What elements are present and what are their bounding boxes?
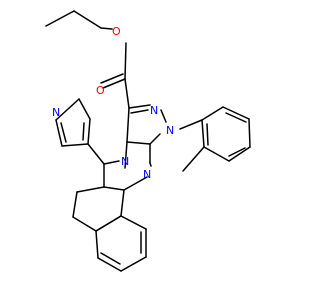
bond-triazole-1 [128,104,151,109]
bond-tolyl-2b [225,112,247,123]
bond-triazole-1b [130,109,149,114]
bond-pyrimidine-4 [103,186,125,191]
bond-dihydro-3 [72,216,97,232]
bond-tolyl-1 [201,106,224,121]
bond-ester-to-ring [124,78,130,109]
bond-pyridine-3 [55,98,80,121]
atom-label-n-triazole-right: N [166,124,174,137]
bond-tolyl-6 [201,119,205,148]
bond-tolyl-4b [228,147,246,157]
bond-benzo-6 [95,215,122,232]
bond-ester-o-left [100,27,113,30]
bond-triazole-5 [126,107,130,143]
bond-pyridine-2 [55,119,63,147]
bond-tolyl-3 [248,118,251,148]
bond-dihydro-2 [72,191,78,218]
bond-dihydro-1 [76,186,105,193]
bonds [45,10,251,272]
bond-pyrimidine-3 [123,176,148,191]
bond-ethyl-ch3 [45,10,75,27]
bond-tolyl-5 [203,146,230,162]
bond-carbonyl-1 [102,78,126,89]
bond-pyrimidine-1 [124,141,128,169]
bond-tolyl-6b [206,123,209,146]
bond-to-pyridine [87,143,105,165]
bond-pyrimidine-2b [149,162,152,167]
bond-pyridine-2b [60,122,67,143]
bond-benzo-2 [97,257,122,272]
atom-label-n-fused: N [121,155,129,168]
atom-label-n-pyridine: N [52,106,60,119]
bond-pyridine-4 [78,98,91,120]
bond-triazole-4 [126,141,151,145]
bond-ethyl-ch2 [73,10,102,29]
molecule-structure: O O N N N N N [45,10,251,272]
atom-labels: O O N N N N N [52,25,174,181]
bond-pyridine-1 [61,143,89,147]
bond-tolyl-2 [222,106,250,120]
bond-triazole-2 [160,109,167,123]
atom-label-o-carbonyl: O [96,84,105,97]
atom-label-n-triazole-top: N [150,104,158,117]
molecule-canvas: O O N N N N N [45,10,251,272]
atom-label-n-bottom: N [143,168,151,181]
bond-ester-c-to-o [124,42,127,80]
bond-triazole-3 [149,133,161,145]
bond-tolyl-methyl [182,146,205,172]
bond-benzo-1 [95,230,99,259]
atom-label-o-ester: O [112,25,121,38]
bond-pyridine-5 [87,118,91,145]
bond-benzo-3 [120,256,147,272]
bond-benzo-2b [100,252,121,265]
bond-pyrimidine-6 [103,160,120,165]
bond-pyridine-5b [82,122,85,141]
bond-n-tolyl [179,119,203,130]
bond-carbonyl-2 [100,73,124,84]
bond-tolyl-4 [228,146,251,162]
bond-benzo-5 [120,215,147,230]
bond-dihydro-5 [120,189,125,217]
